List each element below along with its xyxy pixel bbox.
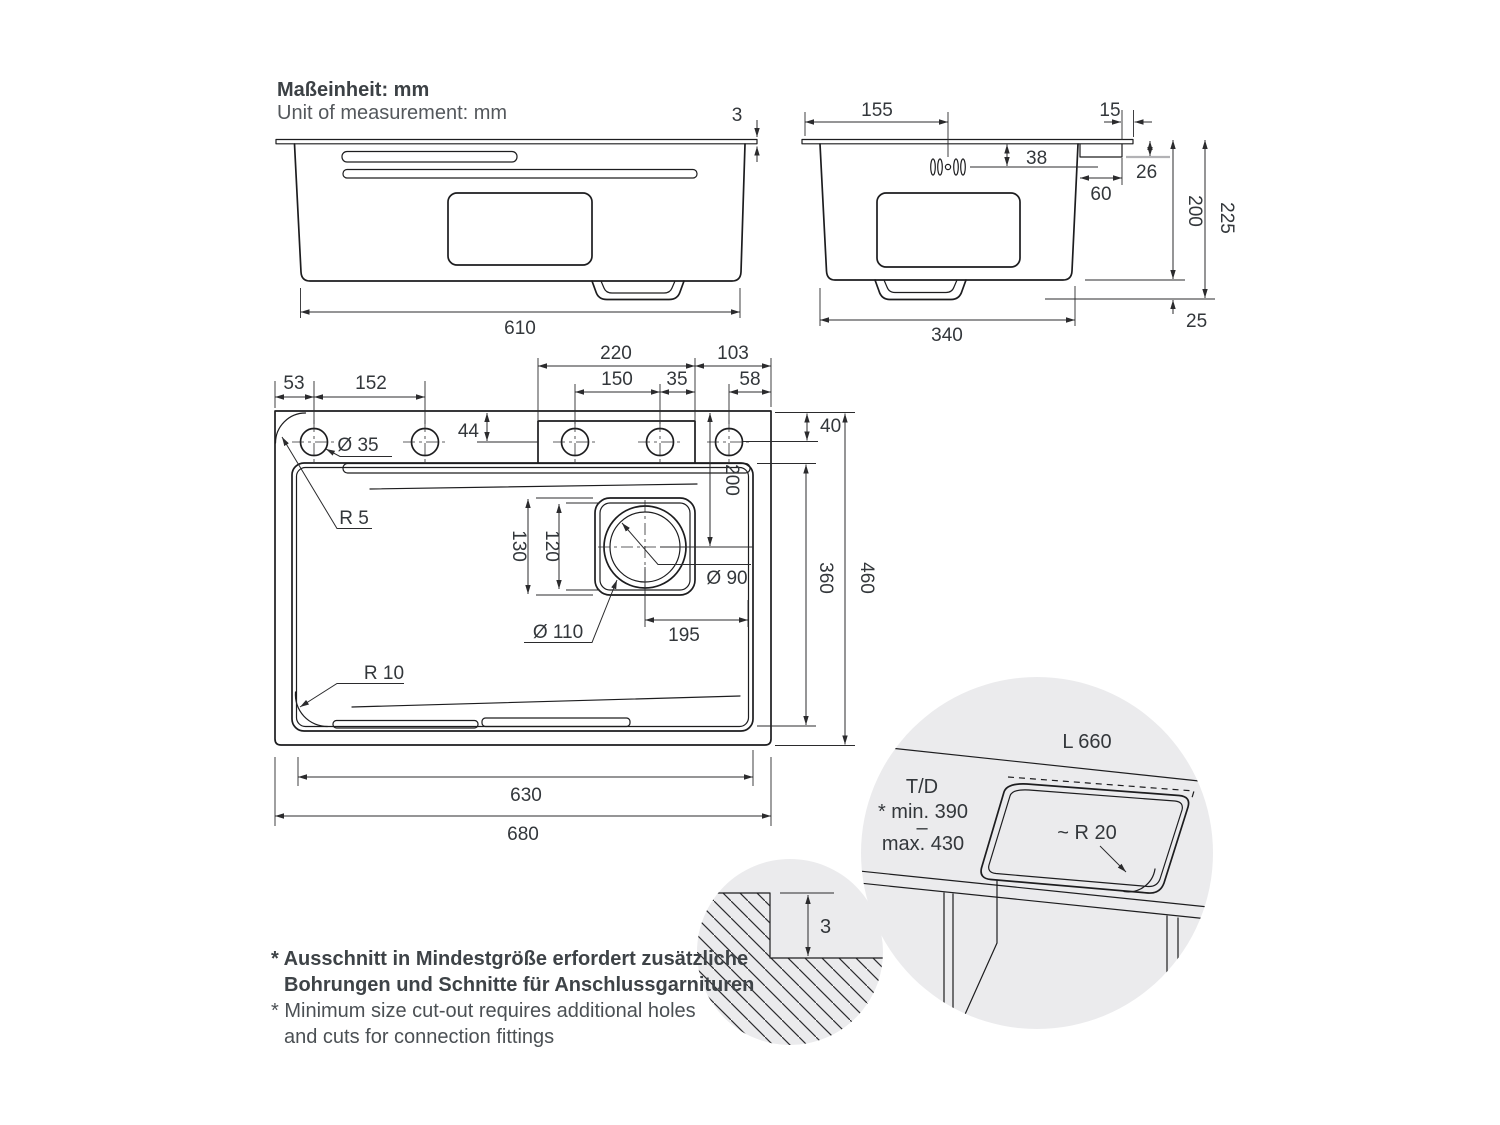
dim-front-3: 3 (732, 105, 743, 126)
dim-plan-680: 680 (507, 824, 539, 845)
dim-plan-r10: R 10 (364, 663, 404, 684)
dim-plan-58: 58 (739, 369, 760, 390)
side-mount-step (1079, 143, 1123, 158)
edge-detail-circle: 3 (697, 859, 883, 1045)
dim-plan-103: 103 (717, 343, 749, 364)
dim-side-60: 60 (1090, 184, 1111, 205)
cutout-detail-circle: L 660 T/D * min. 390 – max. 430 ~ R 20 (861, 677, 1213, 1029)
dim-plan-152: 152 (355, 373, 387, 394)
dim-plan-53: 53 (283, 373, 304, 394)
dim-side-38: 38 (1026, 148, 1047, 169)
plan-bottom-groove-1 (332, 719, 479, 729)
dim-side-155: 155 (861, 100, 893, 121)
cutout-max-label: max. 430 (882, 833, 964, 855)
dim-plan-40: 40 (820, 416, 841, 437)
dim-plan-120: 120 (541, 530, 562, 562)
edge-detail-hatch (697, 893, 883, 1045)
dim-side-340: 340 (931, 325, 963, 346)
footnote-en-line2: and cuts for connection fittings (284, 1026, 555, 1048)
dim-side-225: 225 (1216, 202, 1237, 234)
cutout-sep-label: – (916, 817, 928, 839)
footnote-de-line2: Bohrungen und Schnitte für Anschlussgarn… (284, 974, 755, 996)
cutout-opening (980, 783, 1190, 894)
dim-front-610: 610 (504, 318, 536, 339)
tap-hole-centerlines (292, 420, 751, 464)
cutout-td-label: T/D (906, 776, 938, 798)
footnote-de-line1: * Ausschnitt in Mindestgröße erfordert z… (271, 948, 749, 970)
plan-corner-r10-arc (294, 691, 329, 728)
dim-plan-35: 35 (666, 369, 687, 390)
dim-plan-dia35: Ø 35 (337, 435, 378, 456)
side-view: 155 15 38 26 60 200 225 (801, 100, 1237, 346)
plan-outline (274, 410, 772, 746)
unit-of-measurement-block: Maßeinheit: mm Unit of measurement: mm (277, 79, 507, 125)
plan-bowl-inner (295, 466, 750, 728)
dim-plan-dia90: Ø 90 (706, 568, 747, 589)
front-body (293, 143, 746, 282)
dim-plan-195: 195 (668, 625, 700, 646)
overflow-icon (930, 158, 966, 176)
front-view: 3 610 (275, 105, 760, 339)
front-groove-1 (341, 150, 518, 163)
dim-side-26: 26 (1136, 162, 1157, 183)
footnotes: * Ausschnitt in Mindestgröße erfordert z… (271, 946, 754, 1050)
side-window (876, 192, 1021, 268)
front-groove-2 (342, 168, 698, 179)
dim-plan-360: 360 (815, 562, 836, 594)
edge-detail-3: 3 (820, 916, 831, 938)
cutout-length-label: L 660 (1062, 731, 1111, 753)
dim-plan-r5: R 5 (339, 508, 369, 529)
plan-view: 220 103 150 35 58 53 152 44 40 (274, 343, 877, 845)
footnote-en-line1: * Minimum size cut-out requires addition… (271, 1000, 696, 1022)
plan-corner-r5-arc (274, 412, 307, 444)
dim-plan-150: 150 (601, 369, 633, 390)
dim-side-15: 15 (1099, 100, 1120, 121)
front-window (447, 192, 593, 266)
front-drain (591, 280, 685, 301)
dim-plan-dia110: Ø 110 (533, 622, 583, 643)
cutout-radius-label: ~ R 20 (1057, 822, 1116, 844)
cutout-min-label: * min. 390 (878, 801, 968, 823)
dim-plan-130: 130 (508, 530, 529, 562)
side-body (819, 143, 1079, 281)
unit-label-en: Unit of measurement: mm (277, 102, 508, 124)
side-drain (874, 279, 967, 301)
dim-side-200: 200 (1184, 195, 1205, 227)
dim-plan-44: 44 (458, 421, 480, 442)
dim-plan-630: 630 (510, 785, 542, 806)
plan-bottom-groove-2 (481, 717, 631, 728)
dim-side-25: 25 (1186, 311, 1207, 332)
dim-plan-460: 460 (856, 562, 877, 594)
dim-plan-200: 200 (721, 464, 742, 496)
side-flange (801, 138, 1134, 145)
dim-plan-220: 220 (600, 343, 632, 364)
plan-top-groove (342, 462, 751, 474)
unit-label-de: Maßeinheit: mm (277, 79, 430, 101)
front-flange (275, 138, 758, 145)
